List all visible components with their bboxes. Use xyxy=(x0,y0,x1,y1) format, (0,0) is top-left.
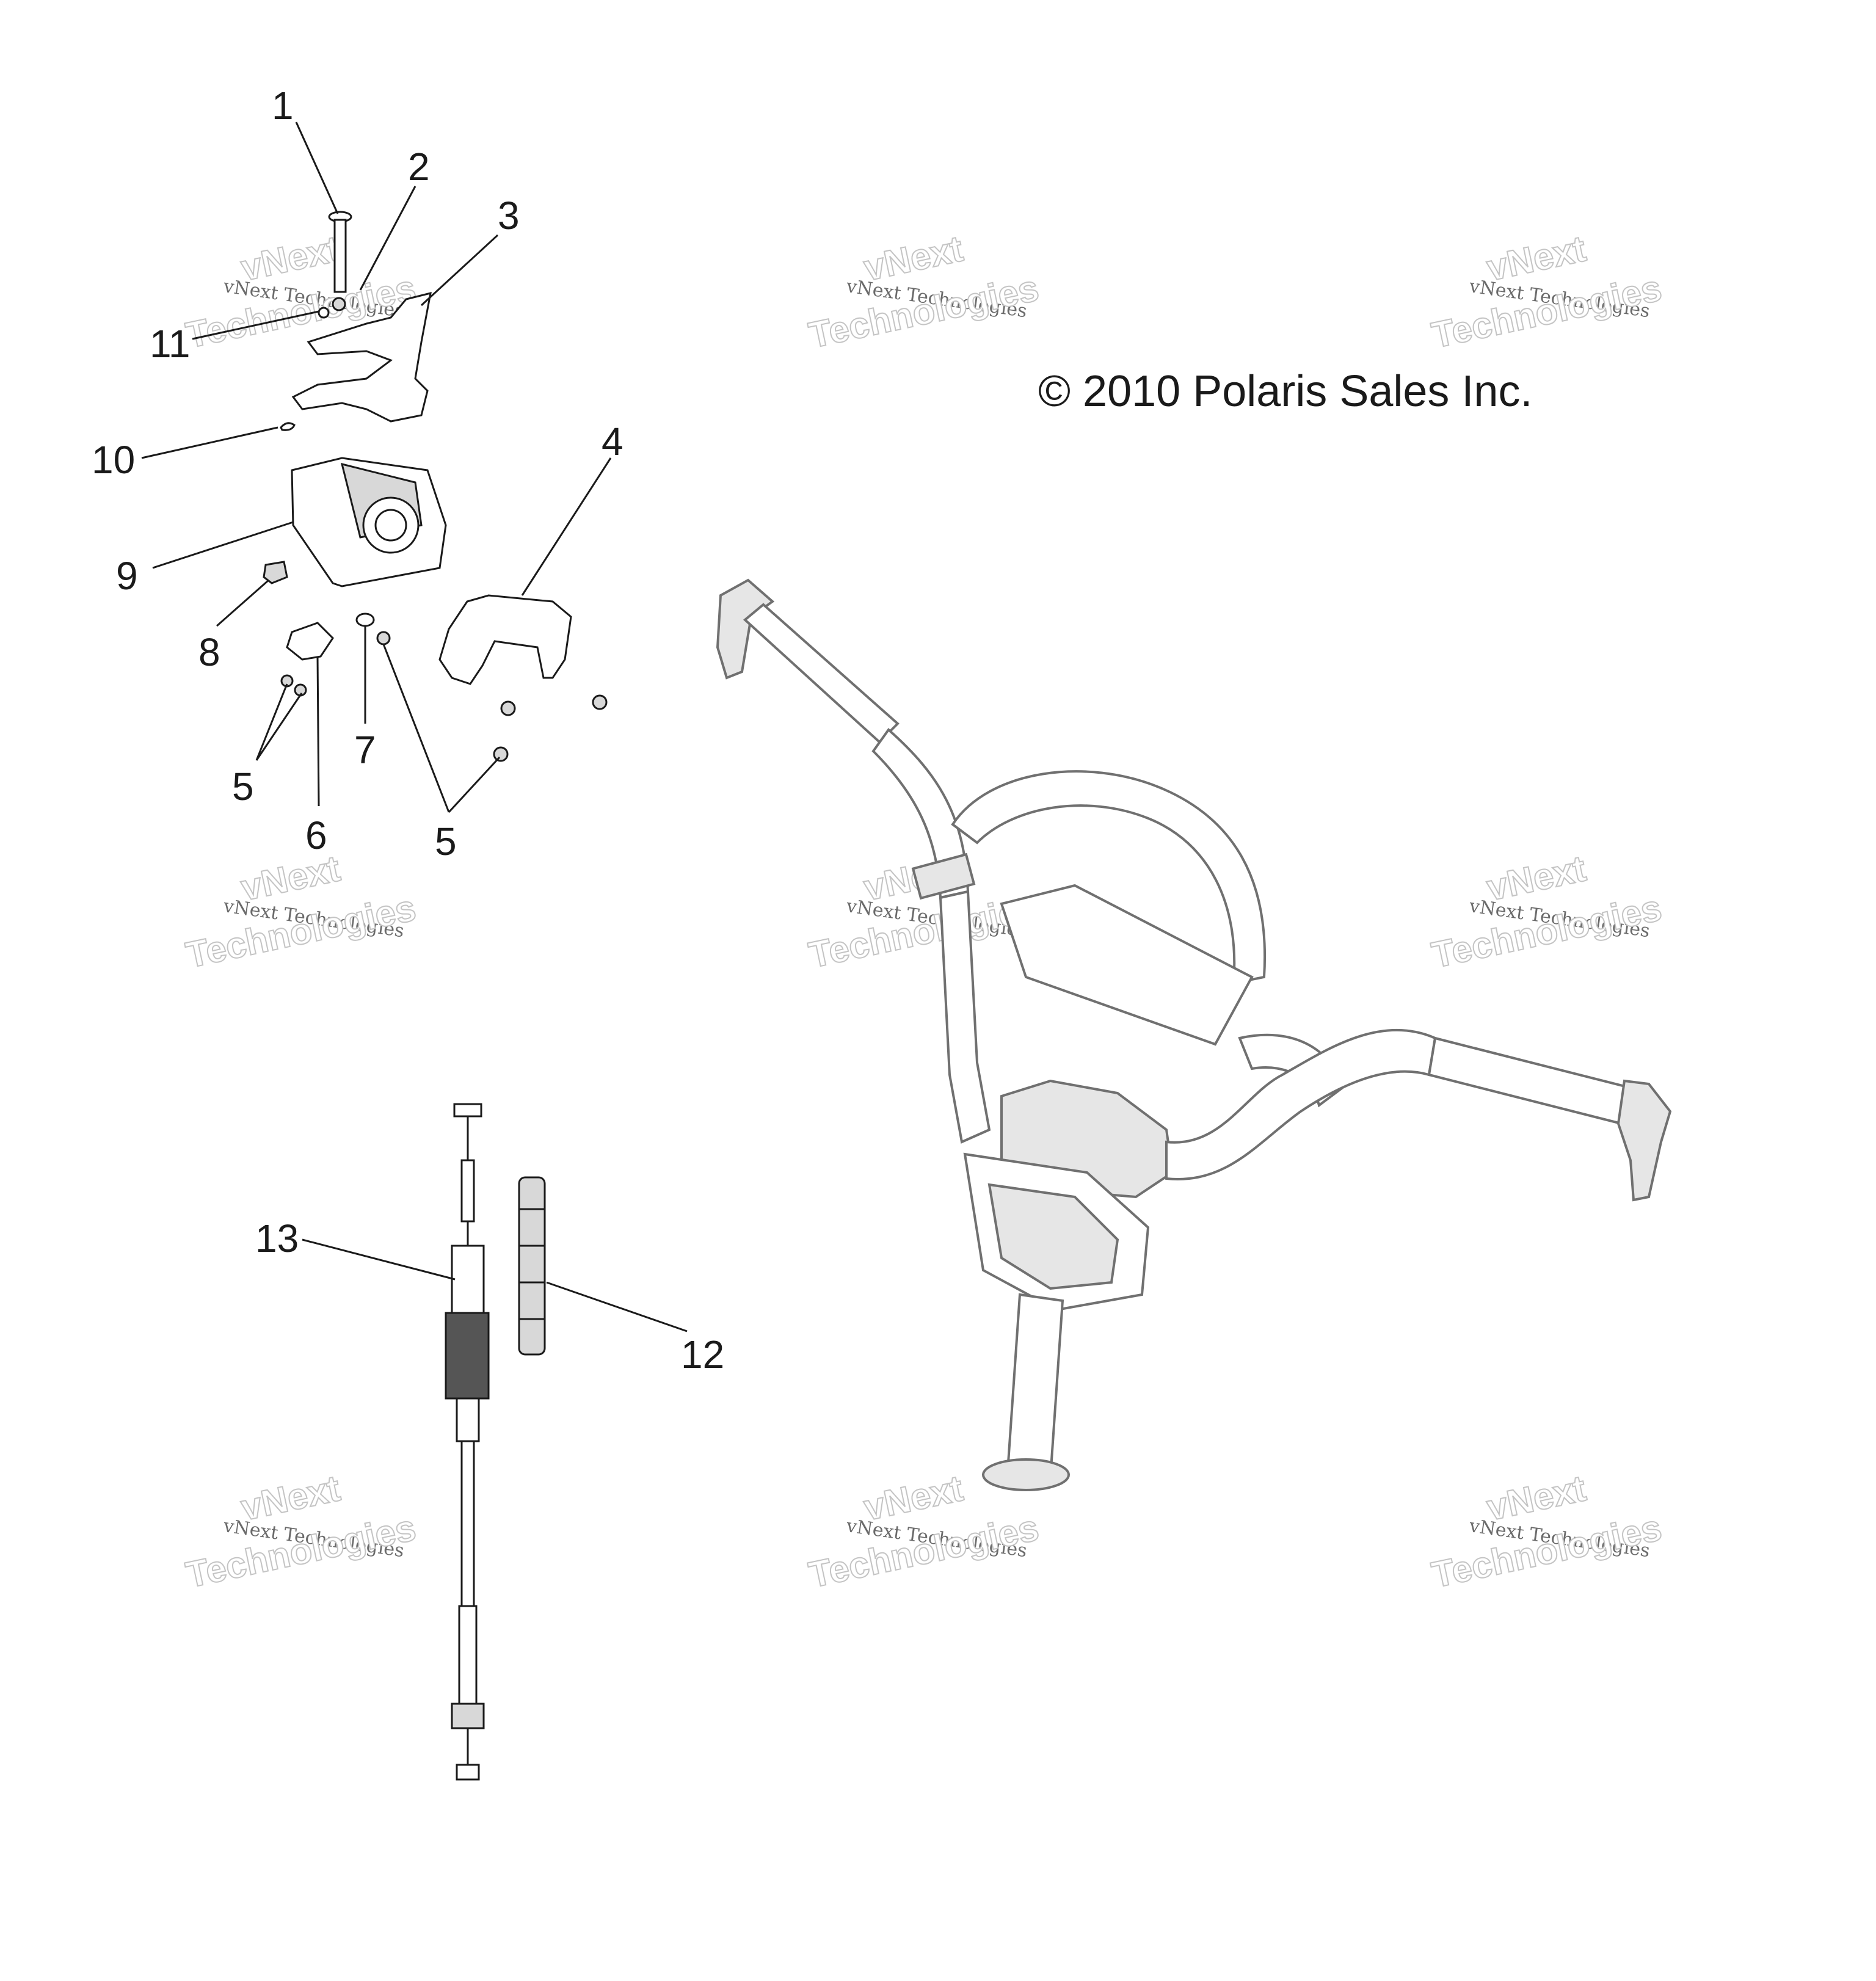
watermark-top-right: vNext vNext Technologies Technologies xyxy=(1428,227,1666,357)
callout-5-right: 5 xyxy=(435,820,457,863)
callout-6: 6 xyxy=(305,813,327,857)
throttle-housing xyxy=(291,457,447,587)
right-grip xyxy=(1427,1036,1629,1125)
cover-plate xyxy=(286,622,334,661)
clip-10 xyxy=(280,422,296,431)
washer-7 xyxy=(355,612,375,627)
watermark-bottom-left: vNext vNext Technologies Technologies xyxy=(182,1467,420,1596)
left-bar-lower xyxy=(939,890,991,1144)
callout-2: 2 xyxy=(408,145,430,189)
cable-sleeve xyxy=(518,1176,546,1356)
pivot-pin xyxy=(328,211,352,293)
nut-8 xyxy=(263,561,288,584)
hoop-clamp xyxy=(911,852,976,900)
callout-13: 13 xyxy=(255,1216,299,1260)
crossbar-pad xyxy=(1000,884,1254,1046)
callout-12: 12 xyxy=(681,1332,724,1376)
watermark-mid-right: vNext vNext Technologies Technologies xyxy=(1428,847,1666,976)
svg-text:Technologies: Technologies xyxy=(1428,1507,1665,1596)
svg-text:Technologies: Technologies xyxy=(1428,267,1665,356)
callout-9: 9 xyxy=(116,554,138,598)
housing-cover xyxy=(438,594,572,685)
callout-10: 10 xyxy=(92,438,135,482)
svg-text:Technologies: Technologies xyxy=(183,1507,420,1596)
steering-column xyxy=(1006,1293,1064,1480)
callout-7: 7 xyxy=(354,728,376,772)
svg-text:Technologies: Technologies xyxy=(805,887,1042,976)
watermark-mid-left: vNext vNext Technologies Technologies xyxy=(182,847,420,976)
callout-8: 8 xyxy=(198,630,220,674)
callout-3: 3 xyxy=(498,194,520,238)
exploded-parts-group xyxy=(263,211,608,762)
copyright-notice: © 2010 Polaris Sales Inc. xyxy=(1038,367,1532,416)
callout-5-left: 5 xyxy=(232,765,254,809)
callout-1: 1 xyxy=(272,84,294,128)
callout-4: 4 xyxy=(602,420,624,463)
callout-11: 11 xyxy=(150,322,190,366)
svg-text:Technologies: Technologies xyxy=(805,1507,1042,1596)
screw-5f xyxy=(493,746,509,762)
screw-2 xyxy=(332,297,346,311)
screw-5a xyxy=(376,631,391,645)
right-grip-end xyxy=(1616,1079,1672,1202)
steering-hoop xyxy=(951,770,1266,985)
svg-text:Technologies: Technologies xyxy=(805,267,1042,356)
watermark-group: vNext vNext Technologies Technologies vN… xyxy=(182,227,1666,1596)
throttle-cable xyxy=(445,1103,490,1781)
watermark-top-center: vNext vNext Technologies Technologies xyxy=(805,227,1043,357)
svg-text:Technologies: Technologies xyxy=(1428,887,1665,976)
leader-lines xyxy=(141,122,688,1332)
steering-pad-recess xyxy=(987,1183,1119,1290)
watermark-bottom-right: vNext vNext Technologies Technologies xyxy=(1428,1467,1666,1596)
left-grip-end xyxy=(716,578,775,680)
callout-labels: 1 2 3 11 10 4 9 8 5 6 7 5 13 12 xyxy=(92,84,724,1376)
screw-5d xyxy=(500,700,516,716)
washer-11 xyxy=(318,307,330,319)
throttle-lever xyxy=(291,291,432,423)
handlebar-assembly xyxy=(716,578,1672,1491)
svg-text:Technologies: Technologies xyxy=(183,887,420,976)
left-grip xyxy=(743,603,900,744)
screw-5e xyxy=(592,694,608,710)
column-base xyxy=(982,1458,1070,1491)
